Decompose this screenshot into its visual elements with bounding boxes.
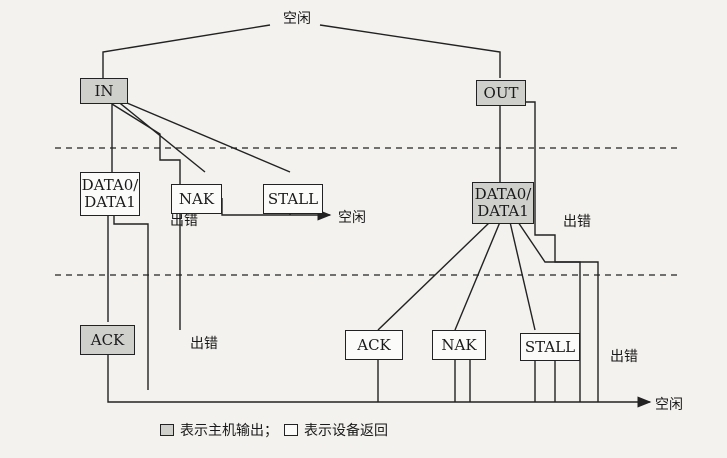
data-out-box: DATA0/ DATA1 — [472, 182, 534, 224]
edge-in-to-stall — [119, 99, 291, 173]
edge-dataout-to-nak — [454, 221, 501, 331]
edge-in-error — [111, 103, 181, 330]
idle-label-top: 空闲 — [283, 11, 311, 27]
nak-in-box: NAK — [171, 184, 222, 214]
idle-label-mid: 空闲 — [338, 210, 366, 226]
edge-data-error — [113, 200, 149, 390]
edge-ack-to-idle — [107, 354, 652, 408]
edge-dataout-error — [517, 221, 581, 402]
stall-out-box: STALL — [520, 333, 580, 361]
out-token-box: OUT — [476, 80, 526, 106]
host-output-swatch — [160, 424, 174, 436]
edge-dataout-to-ack — [377, 221, 491, 331]
idle-label-bottom: 空闲 — [655, 397, 683, 413]
legend-device-label: 表示设备返回 — [304, 423, 388, 439]
edge-nak-to-idle — [221, 198, 332, 221]
in-token-box: IN — [80, 78, 128, 104]
error-label-ack-in: 出错 — [190, 336, 218, 352]
data-in-box: DATA0/ DATA1 — [80, 172, 140, 216]
nak-out-box: NAK — [432, 330, 486, 360]
ack-out-box: ACK — [345, 330, 403, 360]
error-label-in: 出错 — [170, 213, 198, 229]
legend-host-label: 表示主机输出； — [180, 423, 278, 439]
legend: 表示主机输出； 表示设备返回 — [160, 420, 388, 440]
error-label-out: 出错 — [563, 214, 591, 230]
error-label-out-bottom: 出错 — [610, 349, 638, 365]
device-return-swatch — [284, 424, 298, 436]
edge-out-error — [518, 101, 599, 402]
edge-idle-to-out — [319, 24, 501, 78]
ack-in-box: ACK — [80, 325, 135, 355]
edge-dataout-to-stall — [509, 221, 536, 331]
stall-in-box: STALL — [263, 184, 323, 214]
edge-idle-to-in — [102, 24, 271, 78]
